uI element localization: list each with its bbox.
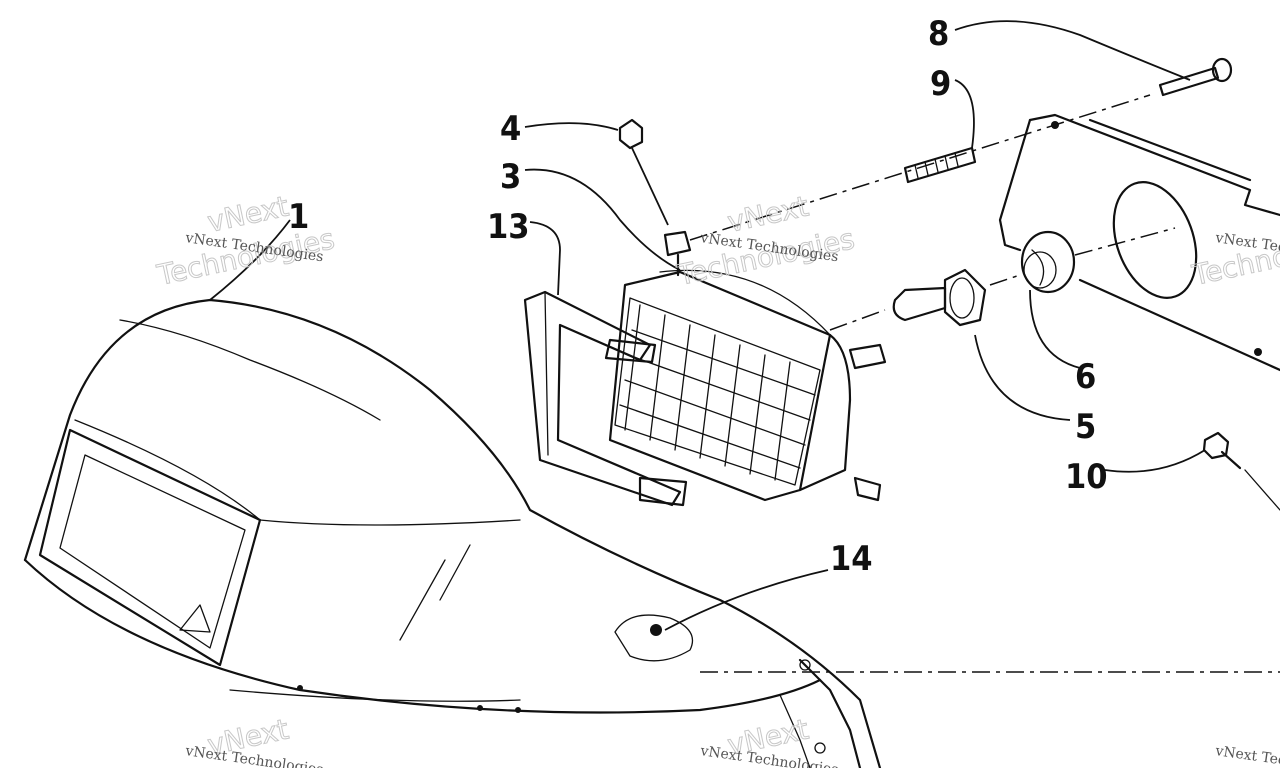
callout-8: 8	[928, 14, 949, 54]
mounting-bracket	[998, 113, 1280, 372]
bulb	[829, 268, 987, 331]
callout-13: 13	[487, 207, 530, 247]
watermark-bottom-left: vNext vNext Technologies	[183, 712, 324, 768]
headlight-lamp	[608, 230, 887, 502]
bulb-socket	[989, 230, 1076, 294]
watermark-top-right: Technologies vNext Technologies	[1188, 222, 1280, 293]
callout-9: 9	[930, 64, 951, 104]
bolt	[1202, 431, 1280, 511]
callout-4: 4	[500, 109, 521, 149]
watermark-top-center: Technologies vNext vNext Technologies	[673, 189, 858, 292]
watermark-bottom-center: vNext vNext Technologies	[698, 712, 839, 768]
leader-lines	[209, 20, 1206, 631]
callout-6: 6	[1075, 357, 1096, 397]
gasket-frame	[523, 290, 688, 507]
watermark-bottom-right: vNext Technologies	[1213, 743, 1280, 768]
svg-text:vNext: vNext	[205, 190, 292, 239]
callout-5: 5	[1075, 407, 1096, 447]
watermark-top-left: Technologies vNext vNext Technologies	[153, 189, 338, 292]
callout-10: 10	[1065, 457, 1108, 497]
svg-text:vNext Technologies: vNext Technologies	[1213, 743, 1280, 768]
nut	[618, 118, 669, 226]
adjust-spring	[903, 146, 977, 184]
callout-3: 3	[500, 157, 521, 197]
adjust-screw	[1158, 57, 1233, 97]
screw-axis	[689, 94, 1151, 241]
callout-1: 1	[288, 197, 309, 237]
callout-14: 14	[830, 539, 873, 579]
svg-text:vNext: vNext	[725, 190, 812, 239]
hood-housing	[23, 298, 1280, 768]
